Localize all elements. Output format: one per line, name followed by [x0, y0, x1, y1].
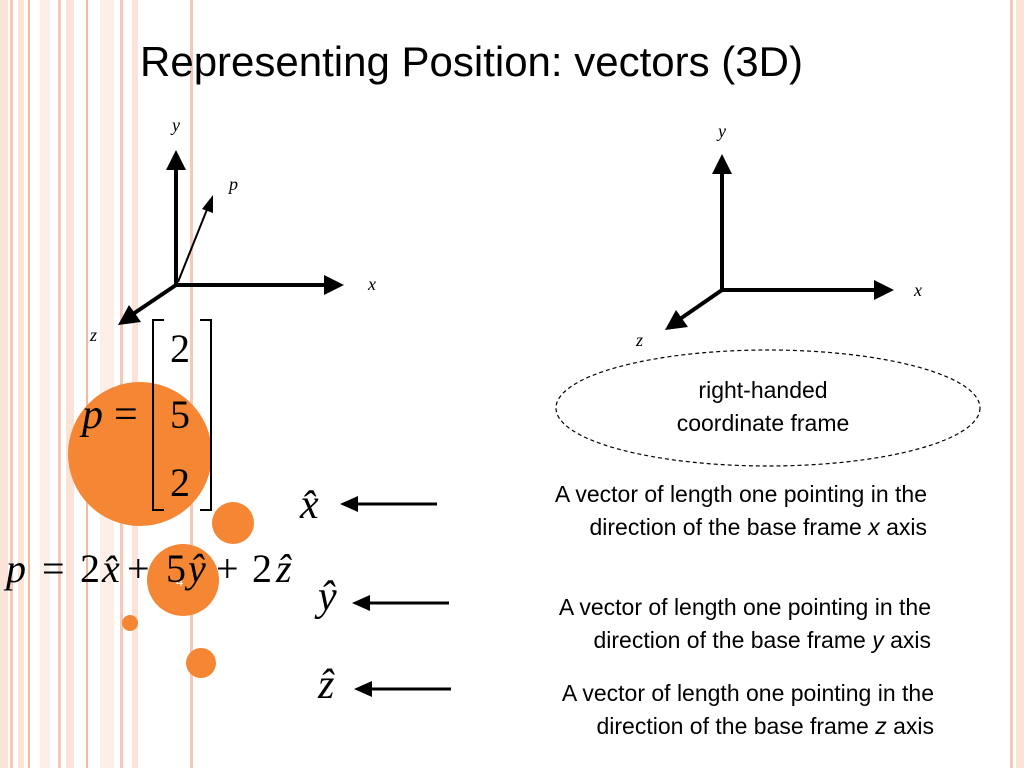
- right-x-axis-label: x: [913, 280, 922, 300]
- sum-coef-x: 2: [80, 546, 100, 591]
- unit-z-description: A vector of length one pointing in the d…: [462, 677, 934, 743]
- orange-circle-page: [147, 544, 219, 616]
- sum-unit-z: ẑ: [275, 546, 292, 591]
- medium-orange-circle: [212, 502, 254, 544]
- matrix-entry-2: 5: [170, 392, 190, 437]
- right-handed-ellipse: [555, 349, 981, 467]
- vector-p-label: p: [227, 174, 238, 194]
- desc-x-line-2: direction of the base frame x axis: [589, 514, 927, 540]
- left-y-axis-label: y: [170, 115, 180, 135]
- unit-x-description: A vector of length one pointing in the d…: [455, 478, 927, 544]
- ellipse-caption: right-handed coordinate frame: [620, 374, 906, 440]
- desc-x-line-1: A vector of length one pointing in the: [554, 481, 927, 507]
- matrix-brackets: [152, 319, 212, 511]
- matrix-lhs-p: p: [79, 392, 103, 438]
- sum-unit-y: ŷ: [184, 546, 206, 591]
- desc-z-line-2: direction of the base frame z axis: [596, 713, 934, 739]
- unit-x-symbol: x̂: [299, 482, 319, 528]
- vector-sum-equation: p = 2 x̂ + 5 ŷ + 2 ẑ: [3, 546, 292, 591]
- sum-equals: =: [42, 546, 65, 591]
- matrix-equals: =: [114, 392, 138, 438]
- ellipse-line-1: right-handed: [698, 377, 828, 403]
- ellipse-line-2: coordinate frame: [676, 410, 850, 436]
- unit-z-symbol: ẑ: [317, 662, 335, 708]
- desc-y-line-1: A vector of length one pointing in the: [558, 594, 931, 620]
- unit-y-description: A vector of length one pointing in the d…: [459, 591, 931, 657]
- matrix-entry-3: 2: [170, 460, 190, 505]
- left-coordinate-frame: [118, 150, 344, 325]
- right-y-axis-label: y: [716, 121, 726, 141]
- large-orange-circle: [68, 382, 212, 526]
- unit-vector-arrows: [340, 496, 451, 697]
- small-orange-circle: [122, 615, 138, 631]
- page-number: 4: [176, 574, 184, 589]
- sum-plus-2: +: [216, 546, 239, 591]
- sum-coef-y: 5: [166, 546, 186, 591]
- left-x-axis-label: x: [367, 274, 376, 294]
- desc-y-line-2: direction of the base frame y axis: [593, 627, 931, 653]
- matrix-entry-1: 2: [170, 326, 190, 371]
- right-coordinate-frame: [665, 154, 894, 330]
- right-z-axis-label: z: [635, 330, 643, 350]
- sum-lhs-p: p: [3, 546, 26, 591]
- sum-coef-z: 2: [252, 546, 272, 591]
- sum-plus-1: +: [127, 546, 150, 591]
- sum-unit-x: x̂: [101, 546, 120, 591]
- desc-z-line-1: A vector of length one pointing in the: [561, 680, 934, 706]
- small-orange-circle-2: [186, 648, 216, 678]
- slide-title: Representing Position: vectors (3D): [140, 38, 803, 85]
- left-z-axis-label: z: [89, 325, 97, 345]
- unit-y-symbol: ŷ: [314, 574, 337, 620]
